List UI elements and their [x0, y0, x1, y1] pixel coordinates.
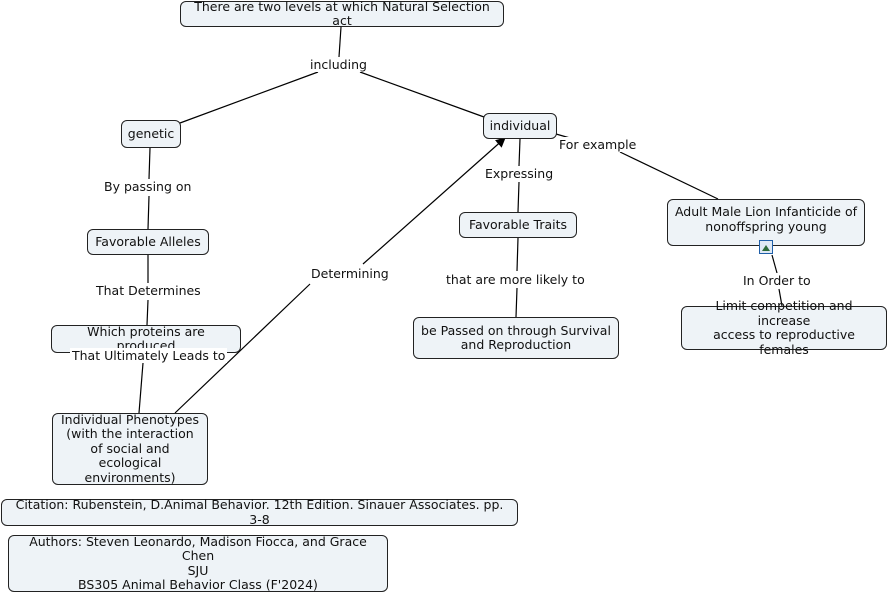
- link-label-ultimately-leads-to[interactable]: That Ultimately Leads to: [70, 348, 228, 363]
- line-phenotypes-determining: [174, 283, 311, 414]
- line-inorder-limit: [778, 288, 783, 307]
- link-label-that-determines[interactable]: That Determines: [94, 283, 203, 298]
- concept-lion-infanticide[interactable]: Adult Male Lion Infanticide of nonoffspr…: [667, 199, 865, 246]
- concept-limit-competition[interactable]: Limit competition and increase access to…: [681, 298, 887, 356]
- line-individual-expressing: [518, 138, 521, 167]
- link-label-more-likely-to[interactable]: that are more likely to: [444, 272, 587, 287]
- line-lion-inorder: [771, 254, 778, 274]
- concept-root[interactable]: There are two levels at which Natural Se…: [180, 0, 504, 28]
- line-leadsto-phenotypes: [138, 362, 144, 414]
- line-including-genetic: [179, 71, 319, 124]
- line-including-individual: [359, 71, 485, 118]
- line-bypassing-alleles: [147, 195, 150, 230]
- link-label-determining[interactable]: Determining: [309, 266, 391, 281]
- image-icon[interactable]: [759, 240, 773, 254]
- citation-box[interactable]: Citation: Rubenstein, D.Animal Behavior.…: [1, 497, 518, 526]
- concept-individual-phenotypes[interactable]: Individual Phenotypes (with the interact…: [52, 412, 208, 485]
- line-determines-proteins: [146, 299, 149, 326]
- link-label-including[interactable]: including: [308, 57, 369, 72]
- concept-passed-on[interactable]: be Passed on through Survival and Reprod…: [413, 317, 619, 359]
- line-traits-likely: [516, 237, 519, 272]
- lion-node-text: Adult Male Lion Infanticide of nonoffspr…: [674, 204, 858, 234]
- concept-genetic[interactable]: genetic: [121, 120, 181, 148]
- concept-individual[interactable]: individual: [483, 113, 557, 139]
- link-label-in-order-to[interactable]: In Order to: [741, 273, 813, 288]
- line-expressing-traits: [517, 181, 520, 213]
- concept-favorable-alleles[interactable]: Favorable Alleles: [87, 229, 209, 255]
- line-genetic-bypassing: [148, 147, 151, 180]
- link-label-for-example[interactable]: For example: [557, 137, 639, 152]
- line-root-including: [338, 26, 342, 58]
- link-label-expressing[interactable]: Expressing: [483, 166, 556, 181]
- line-determining-individual: [362, 137, 506, 265]
- link-label-by-passing-on[interactable]: By passing on: [102, 179, 194, 194]
- line-forexample-lion: [619, 151, 719, 200]
- authors-box[interactable]: Authors: Steven Leonardo, Madison Fiocca…: [8, 534, 388, 592]
- line-likely-passed: [515, 287, 518, 318]
- concept-favorable-traits[interactable]: Favorable Traits: [459, 212, 577, 238]
